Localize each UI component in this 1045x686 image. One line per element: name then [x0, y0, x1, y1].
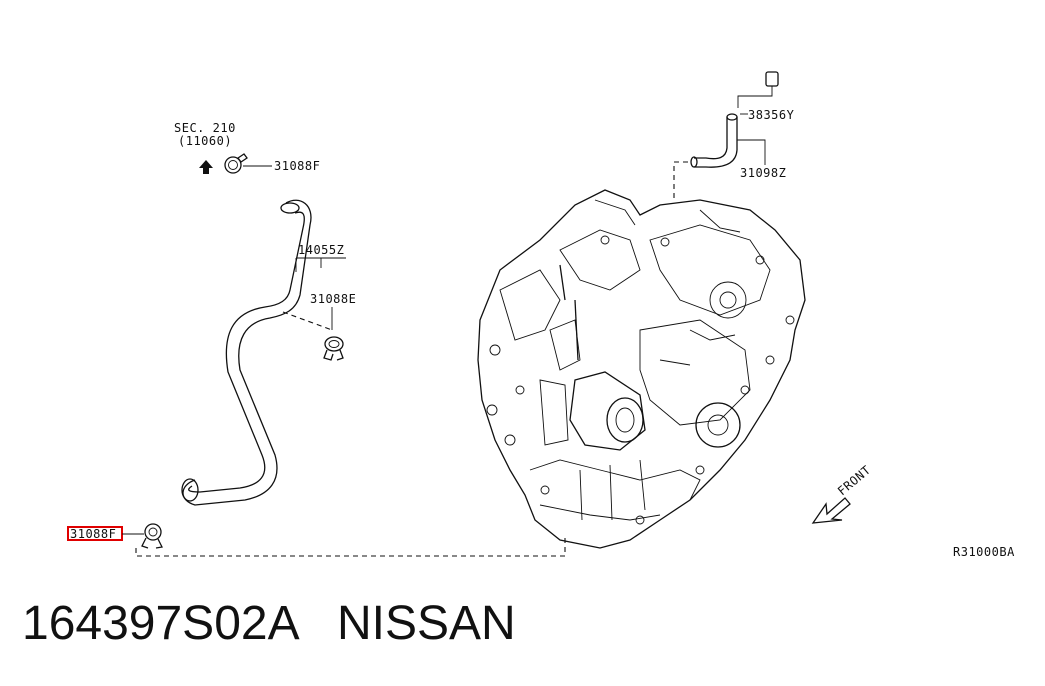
arrow-up-icon — [199, 160, 213, 174]
section-reference-sub: (11060) — [178, 134, 232, 148]
part-label-38356y[interactable]: 38356Y — [748, 108, 795, 122]
brand-name: NISSAN — [336, 597, 516, 650]
section-reference: SEC. 210 — [174, 121, 236, 135]
clamp-mid-icon[interactable] — [323, 336, 344, 361]
part-label-highlighted[interactable]: 31088F — [70, 527, 116, 541]
part-label-31098z[interactable]: 31098Z — [740, 166, 786, 180]
part-label-31088e[interactable]: 31088E — [310, 292, 356, 306]
breather-cap-icon[interactable] — [765, 71, 779, 87]
caption-spacer — [297, 597, 337, 650]
part-caption: 164397S02A NISSAN — [22, 596, 516, 651]
highlight-box — [67, 526, 123, 541]
clamp-top-icon[interactable] — [224, 153, 248, 174]
coolant-hose[interactable] — [181, 199, 312, 506]
parts-diagram: SEC. 210 (11060) 31088F 14055Z 31088E 31… — [67, 71, 1015, 559]
front-label: FRONT — [835, 463, 874, 499]
breather-tube[interactable] — [690, 113, 738, 168]
clamp-bottom-icon[interactable] — [141, 523, 163, 549]
part-label-31088f[interactable]: 31088F — [274, 159, 320, 173]
figure-code: R31000BA — [953, 545, 1015, 559]
front-arrow-icon — [811, 497, 851, 524]
part-number: 164397S02A — [22, 597, 297, 650]
transaxle-assembly — [477, 189, 806, 549]
part-label-14055z[interactable]: 14055Z — [298, 243, 344, 257]
